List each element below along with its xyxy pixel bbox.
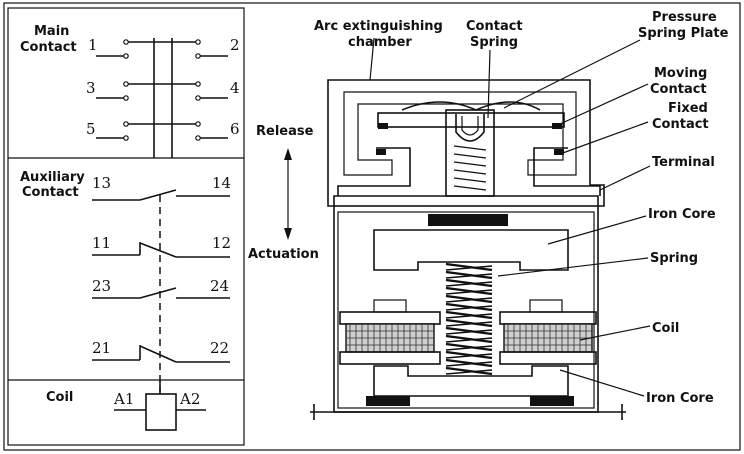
aux-contact-label-line1: Auxiliary [20, 170, 85, 185]
aux-number-14: 14 [212, 174, 231, 192]
moving-contact-bar [377, 112, 565, 128]
terminal-label: Terminal [652, 155, 715, 170]
coil-label: Coil [46, 390, 73, 405]
coil-terminal-a1: A1 [113, 390, 134, 408]
schematic-frame [7, 7, 245, 446]
spring-label: Spring [650, 251, 698, 266]
contactor-cross-section: Arc extinguishing chamber Contact Spring… [310, 10, 729, 420]
moving-iron-core [373, 229, 569, 271]
fixed-contact-label-line2: Contact [652, 117, 709, 132]
main-number-1: 1 [88, 36, 98, 54]
spring-holder [455, 114, 485, 142]
aux-contact-label-line2: Contact [22, 185, 79, 200]
moving-contact-tip-right [552, 123, 562, 129]
aux-number-24: 24 [210, 277, 229, 295]
moving-contact-label-line2: Contact [650, 82, 707, 97]
moving-contact-tip-left [378, 123, 388, 129]
main-number-3: 3 [86, 79, 96, 97]
arrow-down-icon [284, 228, 292, 240]
fixed-contact-tip-right [554, 149, 564, 155]
callout-leaders [369, 37, 651, 397]
pressure-plate-label-line1: Pressure [652, 10, 717, 25]
coil-symbol [114, 380, 206, 431]
pressure-plate-label-line2: Spring Plate [638, 26, 729, 41]
aux-contact-symbols [92, 189, 230, 392]
moving-contact-label-line1: Moving [654, 66, 707, 81]
spring-holder-inner [461, 116, 479, 136]
motion-indicator: Release Actuation [248, 124, 319, 262]
contact-spring [453, 145, 487, 191]
top-damper [428, 214, 508, 226]
contact-spring-housing [445, 109, 495, 197]
iron-core-top-label: Iron Core [648, 207, 716, 222]
coil-assembly [339, 299, 597, 365]
arc-chamber-label-line2: chamber [348, 35, 412, 50]
coil-terminal-a2: A2 [179, 390, 200, 408]
main-number-2: 2 [230, 36, 240, 54]
arc-chamber-inner [343, 91, 577, 176]
arc-chamber-label-line1: Arc extinguishing [314, 19, 443, 34]
iron-core-bottom-label: Iron Core [646, 391, 714, 406]
aux-number-22: 22 [210, 339, 229, 357]
contact-spring-label-line2: Spring [470, 35, 518, 50]
main-number-6: 6 [230, 120, 240, 138]
aux-number-12: 12 [212, 234, 231, 252]
main-contact-symbols [96, 38, 228, 158]
aux-number-21: 21 [92, 339, 111, 357]
aux-number-11: 11 [92, 234, 111, 252]
main-spring [445, 262, 493, 376]
actuation-label: Actuation [248, 247, 319, 262]
contact-spring-label-line1: Contact [466, 19, 523, 34]
fixed-contact-right [533, 147, 601, 196]
main-contact-label-line2: Contact [20, 40, 77, 55]
fixed-iron-core [373, 365, 569, 397]
schematic-panel: Main Contact 1 2 3 4 5 6 Auxiliary Con [7, 7, 245, 446]
fixed-contact-left [337, 147, 411, 196]
bottom-damper-left [366, 396, 410, 406]
fixed-contact-tip-left [376, 149, 386, 155]
bottom-damper-right [530, 396, 574, 406]
main-contact-label-line1: Main [34, 24, 69, 39]
fixed-contact-label-line1: Fixed [668, 101, 708, 116]
main-number-5: 5 [86, 120, 96, 138]
body-inner [337, 211, 595, 409]
coil-callout-label: Coil [652, 321, 679, 336]
main-number-4: 4 [230, 79, 240, 97]
pressure-spring-plate [401, 101, 541, 111]
aux-number-13: 13 [92, 174, 111, 192]
aux-number-23: 23 [92, 277, 111, 295]
outer-frame [3, 2, 741, 451]
release-label: Release [256, 124, 314, 139]
arrow-up-icon [284, 148, 292, 160]
